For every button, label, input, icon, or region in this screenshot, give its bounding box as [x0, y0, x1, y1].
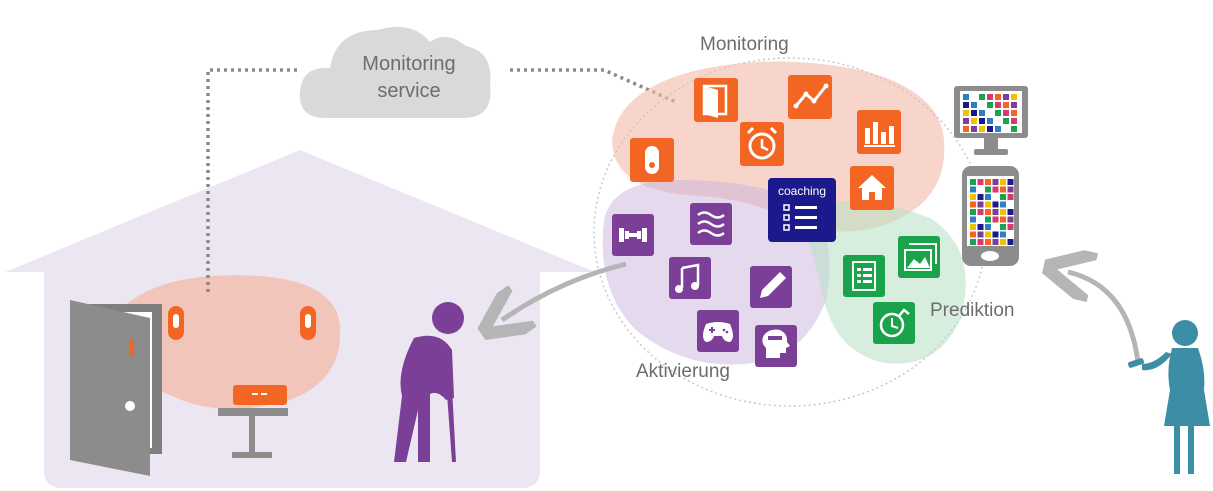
head-icon	[755, 325, 797, 367]
monitoring-label: Monitoring	[700, 34, 789, 55]
image-icon	[898, 236, 940, 278]
arrow-to-elderly	[502, 261, 627, 320]
dumbbell-icon	[612, 214, 654, 256]
pencil-icon	[750, 266, 792, 308]
cloud-label-line2: service	[377, 80, 440, 102]
alarm-clock-icon	[740, 122, 784, 166]
prediction-label: Prediktion	[930, 300, 1015, 321]
monitor-icon	[954, 86, 1028, 155]
caregiver-person-icon	[1127, 320, 1210, 474]
elderly-person-icon	[394, 302, 464, 462]
activation-label: Aktivierung	[636, 361, 730, 382]
music-note-icon	[669, 257, 711, 299]
coaching-card: coaching	[768, 178, 836, 242]
smartphone-icon	[962, 166, 1019, 266]
connection-house-cloud	[206, 68, 298, 292]
checklist-icon	[843, 255, 885, 297]
list-icon	[783, 204, 817, 231]
door[interactable]	[70, 300, 162, 476]
bar-chart-icon	[857, 110, 901, 154]
connection-cloud-hub	[510, 68, 677, 104]
gamepad-icon	[697, 310, 739, 352]
waves-icon	[690, 203, 732, 245]
home-icon	[850, 166, 894, 210]
monitoring-service-cloud: Monitoring service	[299, 26, 491, 118]
cloud-label-line1: Monitoring	[362, 53, 455, 75]
clock-check-icon	[873, 302, 915, 344]
arrow-from-caregiver	[1068, 272, 1141, 363]
table-with-hub	[218, 385, 288, 458]
coaching-label: coaching	[778, 184, 826, 198]
door-icon	[694, 78, 738, 122]
sensor-icon	[630, 138, 674, 182]
trend-line-icon	[788, 75, 832, 119]
